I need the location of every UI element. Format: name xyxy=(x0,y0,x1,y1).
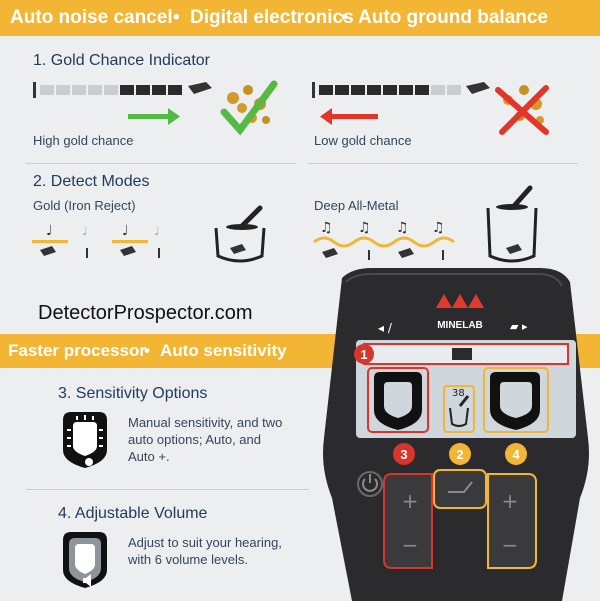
banner-item-sensitivity: Auto sensitivity xyxy=(160,341,287,360)
arrow-left-icon xyxy=(320,108,378,125)
svg-text:1: 1 xyxy=(360,347,367,362)
sensitivity-description: Manual sensitivity, and two auto options… xyxy=(128,414,318,465)
nugget-icon xyxy=(503,85,544,124)
low-gold-chance-label: Low gold chance xyxy=(314,133,412,148)
pan-shallow-icon xyxy=(214,205,266,263)
gold-chance-bar-high xyxy=(33,82,212,98)
volume-minus-button[interactable]: − xyxy=(502,533,519,557)
sensitivity-button-group: 3 + − xyxy=(383,443,433,569)
svg-text:♫: ♫ xyxy=(432,220,445,236)
svg-text:♫: ♫ xyxy=(358,220,371,236)
svg-text:♫: ♫ xyxy=(320,220,333,236)
sensitivity-display xyxy=(367,367,429,433)
section-title-volume: 4. Adjustable Volume xyxy=(58,505,208,522)
gold-chance-graphic xyxy=(33,80,549,136)
svg-text:3: 3 xyxy=(400,447,407,462)
mode-display: 38 xyxy=(443,385,475,433)
mode-button[interactable] xyxy=(433,469,487,509)
section-title-detect-modes: 2. Detect Modes xyxy=(33,173,150,190)
divider xyxy=(308,163,578,164)
banner-item-ground: Auto ground balance xyxy=(358,7,548,28)
banner-separator: • xyxy=(144,341,150,360)
cross-icon xyxy=(495,85,549,135)
callout-1: 1 xyxy=(354,344,374,364)
sensitivity-icon xyxy=(63,412,107,468)
volume-desc-line: Adjust to suit your hearing, xyxy=(128,535,282,550)
volume-plus-button[interactable]: + xyxy=(502,489,519,513)
sensitivity-minus-button[interactable]: − xyxy=(402,533,419,557)
banner-separator: • xyxy=(173,7,180,28)
svg-text:♩: ♩ xyxy=(82,224,88,238)
banner-item-noise: Auto noise cancel xyxy=(10,7,173,28)
svg-text:2: 2 xyxy=(456,447,463,462)
mode-button-group: 2 xyxy=(433,443,487,509)
watermark-text: DetectorProspector.com xyxy=(38,302,253,324)
sensitivity-desc-line: Manual sensitivity, and two xyxy=(128,415,283,430)
sensitivity-desc-line: Auto +. xyxy=(128,449,170,464)
svg-text:4: 4 xyxy=(512,447,520,462)
volume-description: Adjust to suit your hearing, with 6 volu… xyxy=(128,534,318,568)
sensitivity-plus-button[interactable]: + xyxy=(402,489,419,513)
svg-text:♩: ♩ xyxy=(154,224,160,238)
volume-icon xyxy=(63,532,107,588)
sensitivity-desc-line: auto options; Auto, and xyxy=(128,432,261,447)
detector-control-box: MINELAB ◂ / ▰ ▸ 38 1 3 + − xyxy=(323,268,589,601)
detect-modes-graphic: ♩ ♩ ♩ ♩ ♫ ♫ ♫ ♫ xyxy=(32,185,538,263)
divider xyxy=(26,163,296,164)
banner-item-digital: Digital electronics xyxy=(190,7,354,28)
svg-text:♫: ♫ xyxy=(396,220,409,236)
iron-icon: ◂ / xyxy=(378,321,393,335)
deep-mode-signal: ♫ ♫ ♫ ♫ xyxy=(313,220,455,260)
mode-deep-label: Deep All-Metal xyxy=(314,198,399,213)
mode-gold-label: Gold (Iron Reject) xyxy=(33,198,136,213)
gold-chance-bar-low xyxy=(312,82,490,98)
power-button[interactable] xyxy=(357,471,383,497)
high-gold-chance-label: High gold chance xyxy=(33,133,134,148)
gold-mode-signal: ♩ ♩ ♩ ♩ xyxy=(32,223,160,258)
banner-item-processor: Faster processor xyxy=(8,341,146,360)
pan-deep-icon xyxy=(486,185,538,263)
banner-separator: • xyxy=(341,7,348,28)
section-title-gold-chance: 1. Gold Chance Indicator xyxy=(33,52,210,69)
divider xyxy=(26,489,309,490)
volume-desc-line: with 6 volume levels. xyxy=(128,552,248,567)
top-banner: Auto noise cancel • Digital electronics … xyxy=(0,0,600,36)
brand-text: MINELAB xyxy=(437,320,483,331)
minelab-logo xyxy=(436,294,484,308)
svg-text:♩: ♩ xyxy=(122,223,129,239)
volume-display xyxy=(483,367,549,433)
checkmark-icon xyxy=(220,80,278,136)
arrow-right-icon xyxy=(128,108,180,125)
section-title-sensitivity: 3. Sensitivity Options xyxy=(58,385,208,402)
svg-text:♩: ♩ xyxy=(46,223,53,239)
gold-icon: ▰ ▸ xyxy=(510,320,528,333)
volume-button-group: 4 + − xyxy=(487,443,537,569)
svg-text:38: 38 xyxy=(452,388,465,399)
